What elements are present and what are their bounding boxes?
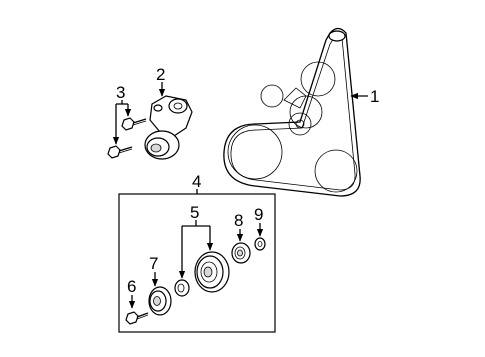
callout-8-label: 8 — [234, 211, 243, 230]
bolt-upper — [121, 117, 147, 131]
idler-spacer — [174, 279, 190, 297]
tensioner-pulley-hub — [150, 143, 162, 153]
callout-6-label: 6 — [127, 277, 136, 296]
callout-5-label: 5 — [190, 203, 199, 222]
belt-pulley-top — [300, 61, 336, 97]
belt-top-fold — [328, 30, 346, 42]
drive-belt: 1 — [223, 27, 379, 197]
washer — [254, 237, 266, 251]
belt-outer-loop — [223, 27, 361, 197]
belt-bracket — [283, 87, 307, 109]
belt-pulley-upper-left — [260, 84, 284, 108]
belt-pulley-crank — [227, 124, 283, 180]
small-idler-pulley — [148, 286, 172, 316]
idler-assembly-group: 4 5 8 9 — [118, 172, 276, 333]
belt-pulley-center — [289, 95, 323, 129]
callout-9-label: 9 — [254, 205, 263, 224]
callout-3-label: 3 — [116, 83, 125, 102]
belt-tensioner-pulley — [288, 112, 312, 136]
idler-bolt — [125, 311, 149, 325]
tensioner-bolts: 3 — [107, 83, 147, 159]
callout-2-label: 2 — [156, 65, 165, 84]
belt-inner-loop — [230, 34, 356, 191]
belt-tensioner: 2 — [144, 65, 193, 160]
idler-pulley — [194, 251, 230, 293]
tensioner-mount-hole — [153, 104, 163, 112]
dust-cover — [231, 242, 251, 264]
callout-1-label: 1 — [370, 87, 379, 106]
tensioner-boss-hole — [173, 102, 183, 110]
tensioner-boss — [168, 98, 188, 114]
callout-4-label: 4 — [192, 172, 201, 191]
callout-7-label: 7 — [149, 254, 158, 273]
belt-pulley-lower-right — [314, 149, 358, 193]
bolt-lower — [107, 145, 133, 159]
